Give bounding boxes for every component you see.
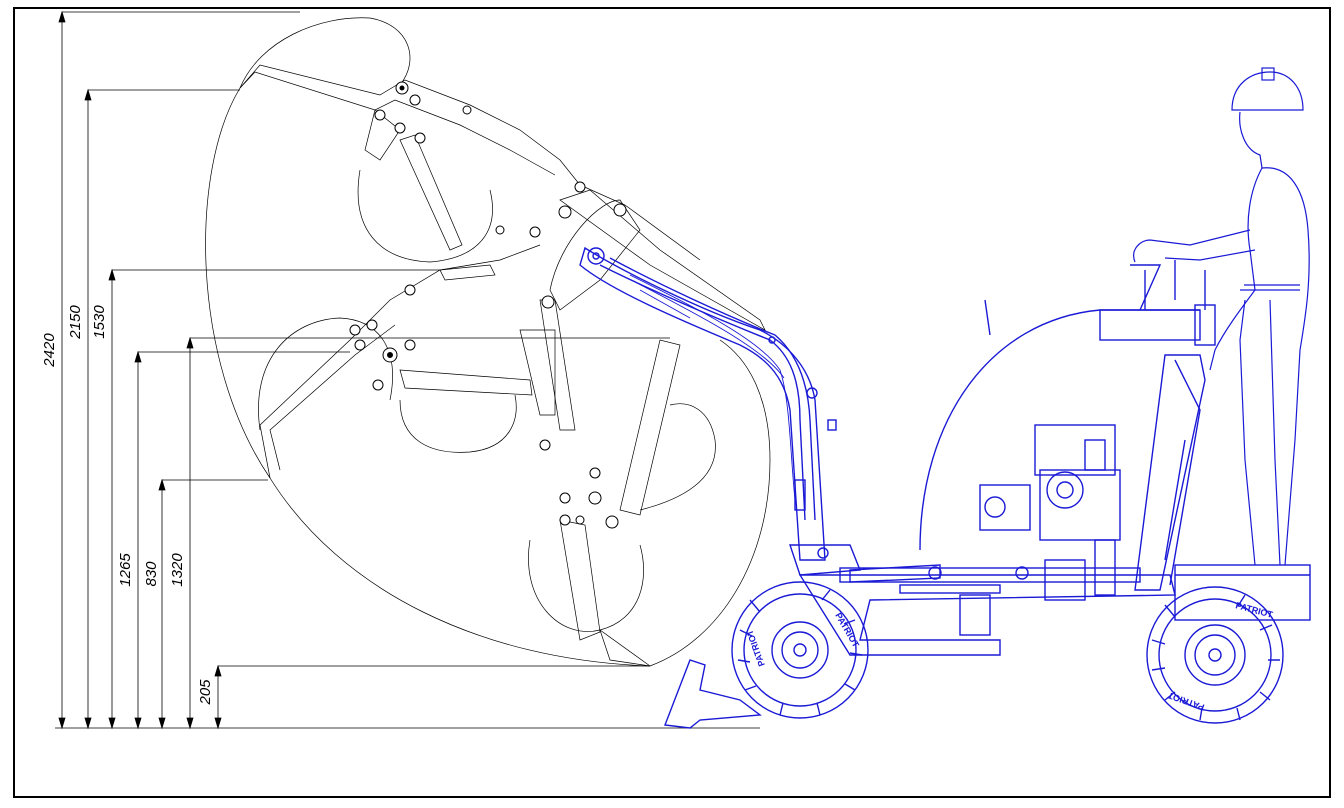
front-wheel: [731, 581, 869, 719]
dozer-blade: [664, 659, 762, 729]
tire-brand-rear: PATRIOT: [1234, 600, 1274, 620]
excavator-machine: [579, 246, 1311, 729]
operator-figure: [1133, 67, 1310, 566]
hydraulic-lines: [629, 274, 796, 501]
tire-brand-rear-lower: PATRIOT: [1166, 690, 1206, 713]
reach-envelope-upper: [239, 17, 411, 89]
dimension-lines: [58, 10, 670, 730]
tire-brand-front: PATRIOT: [833, 611, 861, 649]
dim-label-1320: 1320: [169, 553, 186, 587]
ghost-pins: [349, 81, 627, 529]
reach-envelope: [205, 87, 771, 667]
control-tower: [1134, 354, 1206, 591]
helmet-icon: [1231, 71, 1304, 111]
rear-platform: [1174, 564, 1311, 621]
dim-label-1265: 1265: [117, 553, 134, 587]
dim-label-205: 205: [197, 679, 214, 706]
dim-label-2150: 2150: [67, 305, 84, 340]
ghost-positions: [239, 64, 766, 667]
drawing-frame: [13, 7, 1331, 798]
engine: [979, 424, 1121, 601]
dim-label-830: 830: [143, 561, 160, 587]
boom: [579, 246, 826, 561]
chassis: [798, 574, 1176, 656]
hood-arc: [919, 309, 1200, 551]
rear-wheel: [1146, 586, 1284, 724]
dim-label-1530: 1530: [91, 305, 108, 339]
dim-label-2420: 2420: [41, 333, 58, 368]
